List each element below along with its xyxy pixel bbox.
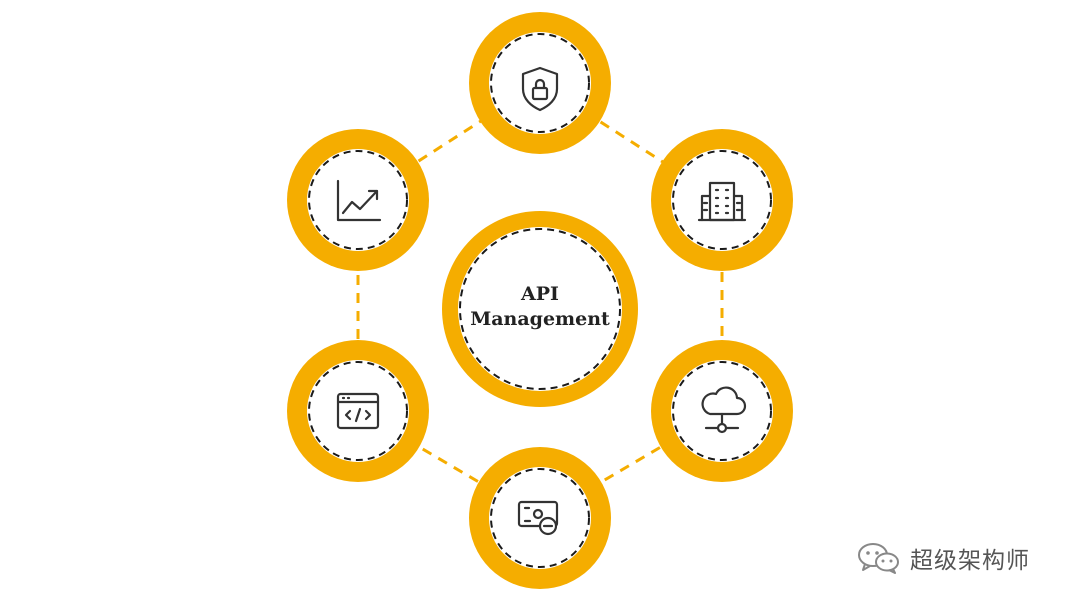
shield-lock-icon <box>521 66 559 112</box>
payment-card-icon <box>517 500 559 536</box>
center-title-line1: API <box>520 283 559 305</box>
node-developer <box>287 340 429 482</box>
watermark: 超级架构师 <box>856 541 1030 575</box>
center-title-line2: Management <box>470 308 610 330</box>
building-icon <box>697 181 747 222</box>
node-monetization <box>469 447 611 589</box>
watermark-text: 超级架构师 <box>910 548 1030 574</box>
node-analytics <box>287 129 429 271</box>
code-window-icon <box>336 392 380 430</box>
node-security <box>469 12 611 154</box>
center-node: API Management <box>442 211 638 407</box>
cloud-network-icon <box>701 386 747 434</box>
node-enterprise <box>651 129 793 271</box>
trend-chart-icon <box>336 179 382 222</box>
node-cloud <box>651 340 793 482</box>
wechat-icon <box>858 543 899 574</box>
